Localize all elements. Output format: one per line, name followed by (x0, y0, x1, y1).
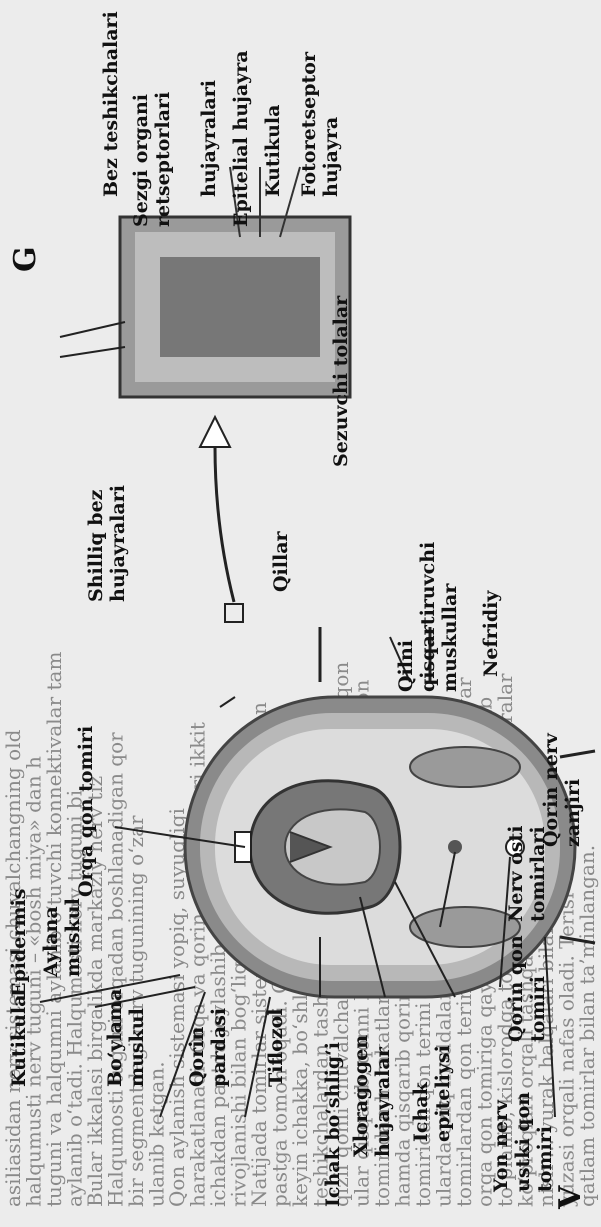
label-nefridiy: Nefridiy (480, 591, 502, 677)
label-qillar: Qillar (270, 531, 292, 592)
label-retseptor-hujayralari: hujayralari (198, 80, 220, 197)
label-epidermis: Epidermis (8, 889, 30, 997)
label-tiflozol: Tiflozol (265, 1008, 287, 1087)
intestine (250, 781, 400, 914)
label-sezuvchi-tolalar: Sezuvchi tolalar (330, 296, 352, 467)
label-ichak-boshligi: Ichak bo‘shlig‘i (322, 1042, 344, 1207)
panel-label-v: V (555, 1186, 587, 1209)
label-bez-teshikchalari: Bez teshikchalari (100, 11, 122, 197)
enlargement-box (200, 417, 243, 622)
label-g-kutikula: Kutikula (262, 105, 284, 197)
label-kutikula: Kutikula (8, 995, 30, 1087)
label-epitelial-hujayra: Epitelial hujayra (230, 50, 252, 227)
panel-label-g: G (10, 246, 42, 272)
label-orqa-qon-tomiri: Orqa qon tomiri (75, 726, 97, 897)
